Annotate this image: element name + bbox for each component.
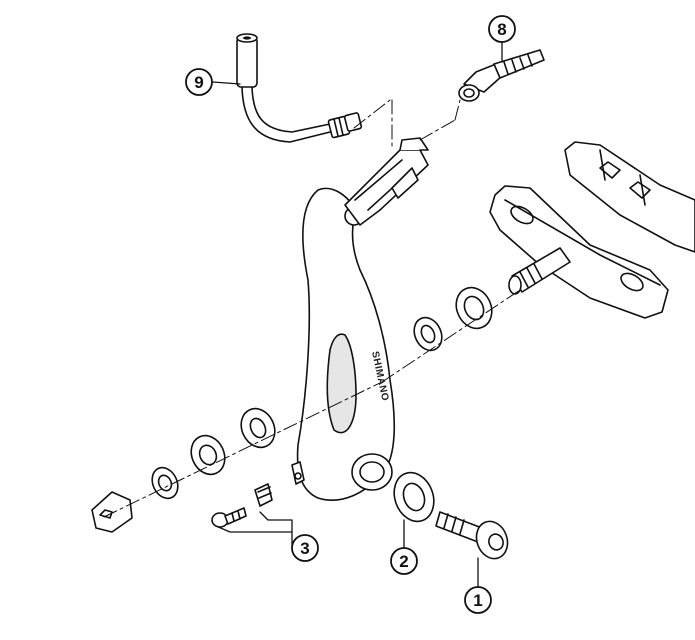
cable-lead-pipe (236, 33, 363, 143)
callout-8: 8 (488, 15, 516, 43)
callout-8-label: 8 (497, 20, 506, 39)
cable-adjuster (458, 49, 545, 102)
callout-leaders (212, 41, 503, 587)
callout-1: 1 (464, 586, 492, 614)
pivot-washer (393, 471, 435, 523)
spring-adjust-screws (211, 483, 273, 528)
callout-1-label: 1 (473, 591, 482, 610)
brake-shoe-rear (564, 141, 695, 253)
brake-shoe (489, 185, 669, 319)
assembly-axis-lines (103, 99, 521, 518)
shoe-washers (413, 286, 493, 352)
callout-9-label: 9 (194, 73, 203, 92)
callout-9: 9 (185, 68, 213, 96)
callout-2: 2 (390, 547, 418, 575)
mounting-bolt (435, 511, 509, 560)
callout-3: 3 (291, 534, 319, 562)
callout-2-label: 2 (399, 552, 408, 571)
brake-arm (291, 137, 429, 501)
left-washer-stack (91, 407, 276, 533)
callout-3-label: 3 (300, 539, 309, 558)
